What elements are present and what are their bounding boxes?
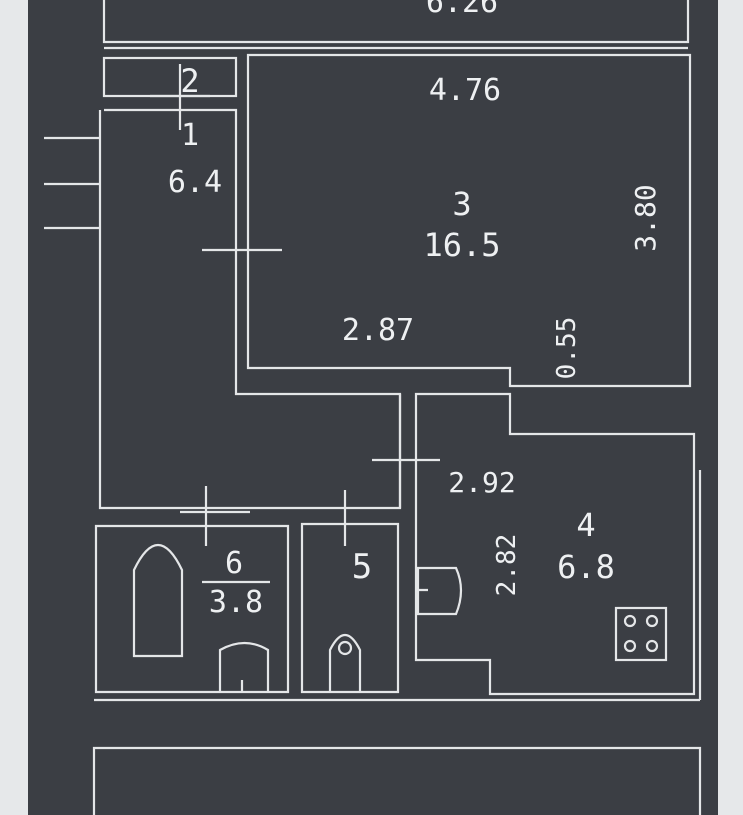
room-6-outline <box>94 524 290 694</box>
room-5-outline <box>300 522 400 694</box>
toilet <box>328 633 362 692</box>
kitchen-sink <box>416 566 463 616</box>
room-3-number: 3 <box>452 185 471 223</box>
room-3-top-dimension: 4.76 <box>429 73 501 108</box>
stove <box>614 606 668 662</box>
sink <box>218 641 270 692</box>
room-5-number: 5 <box>352 547 372 587</box>
room-3-bottom-dimension: 2.87 <box>342 313 414 348</box>
bathtub <box>132 543 184 658</box>
kitchen-side-dimension: 2.82 <box>492 534 522 597</box>
room-4-number: 4 <box>576 506 595 544</box>
room-4-outline <box>398 392 696 696</box>
walls <box>44 0 702 815</box>
room-6-number: 6 <box>225 546 243 581</box>
labels: 2 1 6.4 4.76 3 16.5 3.80 2.87 0.55 2.92 … <box>168 0 662 620</box>
hall-dimension: 2.92 <box>448 466 515 499</box>
top-cut-dimension: 6.26 <box>426 0 498 20</box>
room-4-area: 6.8 <box>557 548 615 586</box>
room-1-area: 6.4 <box>168 165 222 200</box>
room-3-area: 16.5 <box>423 226 500 264</box>
plan-background <box>28 0 718 815</box>
room-3-right-dimension: 3.80 <box>629 184 662 251</box>
room-2-number: 2 <box>180 62 199 100</box>
room-3-notch-dimension: 0.55 <box>552 317 582 380</box>
room-1-number: 1 <box>181 118 199 153</box>
room-6-area: 3.8 <box>209 585 263 620</box>
room-3-outline <box>246 53 692 388</box>
